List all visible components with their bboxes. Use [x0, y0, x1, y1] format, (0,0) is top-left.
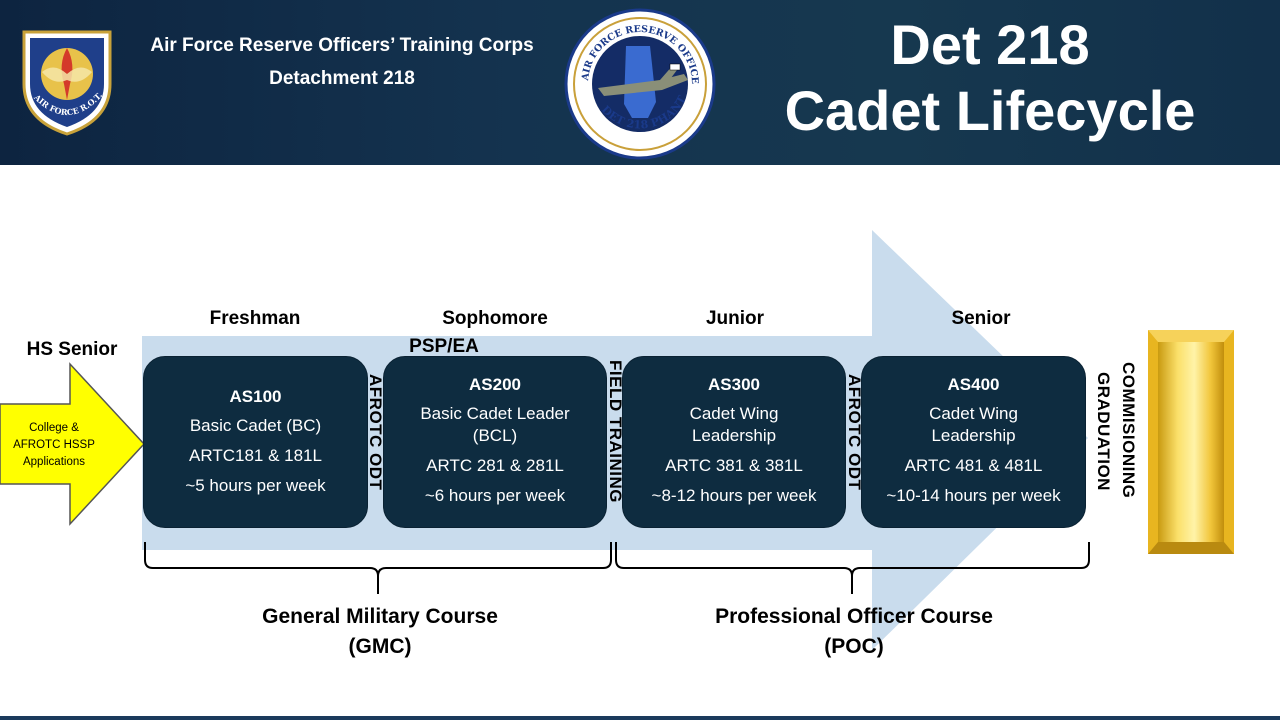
box-hours: ~10-14 hours per week: [886, 486, 1061, 505]
box-artc: ARTC 281 & 281L: [426, 456, 564, 475]
course-box-as300: AS300 Cadet Wing Leadership ARTC 381 & 3…: [622, 356, 846, 528]
box-title: Cadet Wing: [689, 404, 779, 423]
course-box-as100: AS100 Basic Cadet (BC) ARTC181 & 181L ~5…: [143, 356, 368, 528]
entry-line-3: Applications: [22, 456, 85, 468]
course-box-as400: AS400 Cadet Wing Leadership ARTC 481 & 4…: [861, 356, 1086, 528]
entry-arrow: [0, 362, 146, 526]
box-title: Basic Cadet Leader: [420, 404, 570, 423]
box-artc: ARTC 481 & 481L: [904, 456, 1043, 475]
poc-line-1: Professional Officer Course: [715, 605, 993, 628]
box-artc: ARTC 381 & 381L: [665, 456, 803, 475]
page-title-line1: Det 218: [890, 13, 1090, 76]
page-title-line2: Cadet Lifecycle: [784, 79, 1196, 142]
psp-ea-label: PSP/EA: [409, 336, 479, 357]
hs-senior-label: HS Senior: [26, 339, 118, 360]
box-hours: ~5 hours per week: [185, 476, 326, 495]
course-box-as200: AS200 Basic Cadet Leader (BCL) ARTC 281 …: [383, 356, 607, 528]
box-title: Basic Cadet (BC): [189, 416, 322, 435]
afrotc-shield-logo: AIR FORCE R.O.T.C.: [14, 24, 112, 136]
gmc-label: General Military Course (GMC): [200, 602, 560, 662]
gmc-line-2: (GMC): [348, 635, 412, 658]
box-code: AS200: [469, 375, 521, 394]
gmc-line-1: General Military Course: [262, 605, 498, 628]
box-code: AS400: [947, 375, 1000, 394]
box-hours: ~6 hours per week: [424, 486, 566, 505]
box-code: AS100: [229, 387, 282, 406]
box-title-2: Leadership: [931, 426, 1016, 445]
box-title-2: Leadership: [691, 426, 777, 445]
year-freshman: Freshman: [209, 308, 301, 329]
box-title: Cadet Wing: [929, 404, 1018, 423]
year-junior: Junior: [705, 308, 765, 329]
box-hours: ~8-12 hours per week: [651, 486, 817, 505]
year-senior: Senior: [951, 308, 1011, 329]
entry-arrow-text: College & AFROTC HSSP Applications: [2, 420, 106, 471]
detachment-name: Detachment 218: [269, 68, 415, 89]
entry-line-1: College &: [29, 422, 79, 434]
box-artc: ARTC181 & 181L: [189, 446, 322, 465]
det-218-seal: AIR FORCE RESERVE OFFICER TRAINING CORPS…: [564, 8, 716, 160]
year-sophomore: Sophomore: [442, 308, 548, 329]
poc-line-2: (POC): [824, 635, 884, 658]
poc-label: Professional Officer Course (POC): [654, 602, 1054, 662]
box-code: AS300: [708, 375, 760, 394]
box-title-2: (BCL): [472, 426, 518, 445]
bottom-border: [0, 716, 1280, 720]
gold-bar-insignia: [1148, 330, 1234, 554]
entry-line-2: AFROTC HSSP: [13, 439, 95, 451]
org-name: Air Force Reserve Officers’ Training Cor…: [150, 35, 534, 56]
